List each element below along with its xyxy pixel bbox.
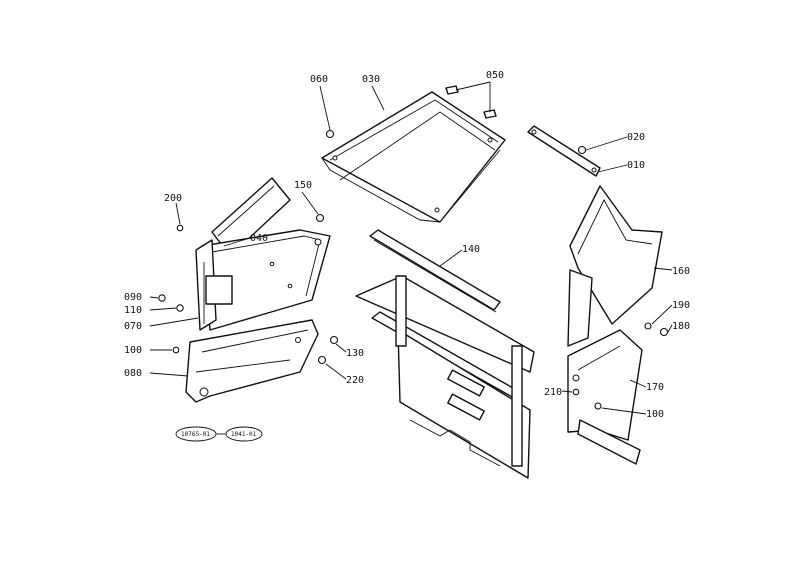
bolt-100-left <box>172 346 180 354</box>
label-200: 200 <box>164 193 182 204</box>
label-080: 080 <box>124 368 142 379</box>
bolt-150 <box>315 213 325 223</box>
label-030: 030 <box>362 74 380 85</box>
left-side-panel <box>195 239 233 331</box>
label-130: 130 <box>346 348 364 359</box>
nut-130 <box>329 335 339 345</box>
right-side-panel <box>567 185 663 347</box>
bolt-190 <box>644 322 652 330</box>
top-bracket-bar <box>527 125 601 177</box>
bolt-200 <box>176 224 184 232</box>
bolt-180 <box>659 327 669 337</box>
label-070: 070 <box>124 321 142 332</box>
bolt-210 <box>572 388 580 396</box>
bolt-020 <box>577 145 587 155</box>
label-060: 060 <box>310 74 328 85</box>
reference-text-a: 10765-01 <box>181 431 210 438</box>
bolt-110 <box>176 304 184 312</box>
label-020: 020 <box>627 132 645 143</box>
label-170: 170 <box>646 382 664 393</box>
clip-parts <box>445 85 497 119</box>
label-110: 110 <box>124 305 142 316</box>
label-050: 050 <box>486 70 504 81</box>
label-090: 090 <box>124 292 142 303</box>
top-cover-panel <box>321 91 506 223</box>
bolt-090 <box>158 294 166 302</box>
label-210: 210 <box>544 387 562 398</box>
label-150: 150 <box>294 180 312 191</box>
label-040: 040 <box>250 233 268 244</box>
label-100-left: 100 <box>124 345 142 356</box>
label-100-right: 100 <box>646 409 664 420</box>
leader-lines <box>149 81 673 415</box>
reference-text-b: 1041-01 <box>231 431 257 438</box>
nut-220 <box>317 355 327 365</box>
bolt-100-right <box>594 402 602 410</box>
label-180: 180 <box>672 321 690 332</box>
cross-bar <box>369 229 501 313</box>
bolt-060 <box>325 129 335 139</box>
right-lower-panel <box>567 329 643 465</box>
reference-oval-a: 10765-01 <box>175 426 217 442</box>
label-190: 190 <box>672 300 690 311</box>
label-160: 160 <box>672 266 690 277</box>
left-upper-bracket <box>201 177 331 331</box>
reference-oval-b: 1041-01 <box>225 426 263 442</box>
lower-frame <box>355 275 535 479</box>
label-010: 010 <box>627 160 645 171</box>
left-lower-panel <box>185 319 319 403</box>
label-140: 140 <box>462 244 480 255</box>
label-220: 220 <box>346 375 364 386</box>
